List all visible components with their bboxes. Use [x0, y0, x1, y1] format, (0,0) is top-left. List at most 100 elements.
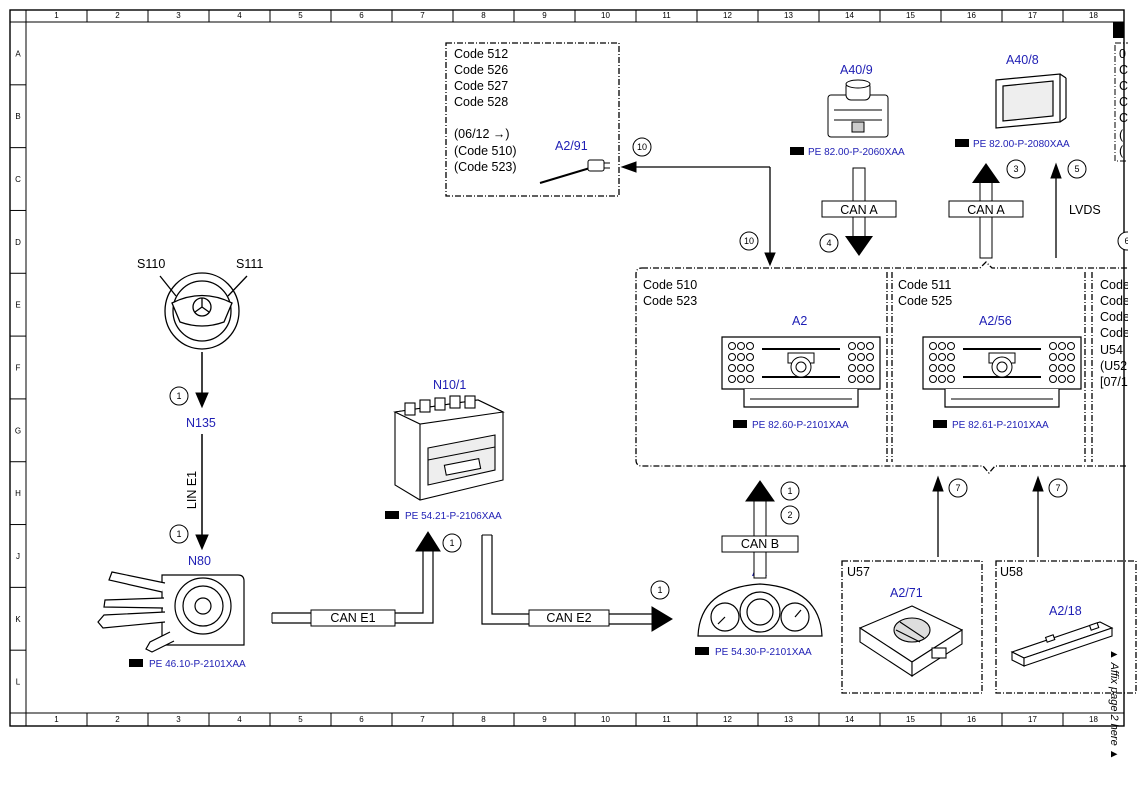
u57-box: [841, 560, 983, 694]
grid-column-label: 2: [115, 11, 120, 20]
grid-row-label: G: [15, 426, 21, 435]
a2-91-code-2: Code 526: [454, 63, 508, 77]
cut-top-line-2: C: [1119, 63, 1128, 77]
grid-row-label: C: [15, 175, 21, 184]
cut-top-line-3: C: [1119, 79, 1128, 93]
grid-column-label: 5: [298, 715, 303, 724]
grid-row-label: F: [16, 364, 21, 373]
grid-column-label: 10: [601, 11, 610, 20]
grid-row-label: L: [16, 678, 21, 687]
a2-91-sensor-icon: [539, 159, 610, 184]
bus-can-e1: CAN E1: [271, 531, 441, 627]
link-a2-to-a2-91: [620, 161, 776, 267]
bus-lvds: [1050, 162, 1062, 258]
n80-label: N80: [188, 554, 211, 568]
svg-text:6: 6: [1124, 236, 1129, 246]
bus-can-a-in: CAN A: [821, 167, 897, 256]
grid-column-label: 13: [784, 11, 793, 20]
wire-s-to-n135: [195, 352, 209, 409]
bus-can-a-out: CAN A: [948, 163, 1024, 259]
callout-a2-91-link: 10: [632, 137, 652, 157]
cut-code-4: Code: [1100, 326, 1130, 340]
svg-text:7: 7: [1055, 483, 1060, 493]
grid-row-label: H: [15, 489, 21, 498]
grid-column-label: 17: [1028, 11, 1037, 20]
instrument-cluster-icon: [697, 583, 823, 637]
callout-a1-in: 1: [650, 580, 670, 600]
grid-column-label: 1: [54, 715, 59, 724]
a2-91-note-3: (Code 523): [454, 160, 517, 174]
grid-column-label: 18: [1089, 715, 1098, 724]
callout-lvds-link: 5: [1067, 159, 1087, 179]
grid-column-label: 11: [662, 715, 671, 724]
svg-text:4: 4: [826, 238, 831, 248]
grid-column-label: 9: [542, 11, 547, 20]
cut-code-6: (U52: [1100, 359, 1127, 373]
a2-56-label: A2/56: [979, 314, 1012, 328]
grid-column-label: 6: [359, 715, 364, 724]
grid-column-label: 7: [420, 715, 425, 724]
a2-91-code-3: Code 527: [454, 79, 508, 93]
svg-text:CAN E1: CAN E1: [330, 611, 375, 625]
a2-code-1: Code 510: [643, 278, 697, 292]
callout-can-b-1: 1: [780, 481, 800, 501]
callout-u57-link: 7: [948, 478, 968, 498]
grid-column-label: 3: [176, 715, 181, 724]
radio-unit-icon: [922, 336, 1082, 408]
svg-text:2: 2: [787, 510, 792, 520]
a2-code-2: Code 523: [643, 294, 697, 308]
a1-ref: PE 54.30-P-2101XAA: [695, 647, 812, 658]
bus-can-b: CAN B: [721, 480, 799, 579]
lin-e1-label: LIN E1: [185, 471, 199, 509]
cut-top-line-5: C: [1119, 111, 1128, 125]
grid-column-label: 18: [1089, 11, 1098, 20]
u58-label: U58: [1000, 565, 1023, 579]
callout-cut-link: 6: [1117, 231, 1129, 251]
grid-column-label: 6: [359, 11, 364, 20]
steering-wheel-icon: [159, 272, 248, 350]
svg-text:10: 10: [744, 236, 754, 246]
grid-column-label: 1: [54, 11, 59, 20]
svg-text:PE 54.30-P-2101XAA: PE 54.30-P-2101XAA: [715, 647, 812, 658]
grid-column-label: 16: [967, 715, 976, 724]
svg-text:PE 82.00-P-2080XAA: PE 82.00-P-2080XAA: [973, 139, 1070, 150]
grid-column-label: 15: [906, 715, 915, 724]
a2-91-note-2: (Code 510): [454, 144, 517, 158]
grid-column-label: 12: [723, 715, 732, 724]
grid-row-label: J: [16, 552, 20, 561]
a2-91-code-4: Code 528: [454, 95, 508, 109]
svg-text:1: 1: [176, 529, 181, 539]
grid-frame: [9, 9, 1125, 727]
a2-ref: PE 82.60-P-2101XAA: [733, 420, 849, 431]
grid-column-label: 15: [906, 11, 915, 20]
svg-text:5: 5: [1074, 164, 1079, 174]
svg-text:CAN A: CAN A: [967, 203, 1005, 217]
a2-56-code-1: Code 511: [898, 278, 951, 292]
svg-text:3: 3: [1013, 164, 1018, 174]
svg-text:CAN E2: CAN E2: [546, 611, 591, 625]
a40-9-ref: PE 82.00-P-2060XAA: [790, 147, 905, 158]
svg-text:PE 54.21-P-2106XAA: PE 54.21-P-2106XAA: [405, 511, 502, 522]
cut-top-line-6: (: [1119, 128, 1124, 142]
svg-text:PE 82.61-P-2101XAA: PE 82.61-P-2101XAA: [952, 420, 1049, 431]
cut-code-7: [07/1: [1100, 375, 1128, 389]
grid-column-label: 7: [420, 11, 425, 20]
cut-top-line-4: C: [1119, 95, 1128, 109]
fuse-module-icon: [393, 395, 505, 501]
u58-box: [995, 560, 1137, 694]
cut-code-3: Code: [1100, 310, 1130, 324]
grid-column-label: 17: [1028, 715, 1037, 724]
affix-note: ▲ Affix page 2 here ▲: [1108, 649, 1120, 760]
svg-text:PE 82.60-P-2101XAA: PE 82.60-P-2101XAA: [752, 420, 849, 431]
svg-text:1: 1: [449, 538, 454, 548]
grid-column-ticks: 1122334455667788991010111112121313141415…: [25, 10, 1098, 726]
callout-a40-9-link: 4: [819, 233, 839, 253]
callout-n135-in: 1: [169, 386, 189, 406]
grid-column-label: 8: [481, 715, 486, 724]
tuner-module-icon: [858, 605, 964, 678]
svg-text:CAN B: CAN B: [741, 537, 779, 551]
a2-label: A2: [792, 314, 807, 328]
a40-9-label: A40/9: [840, 63, 873, 77]
